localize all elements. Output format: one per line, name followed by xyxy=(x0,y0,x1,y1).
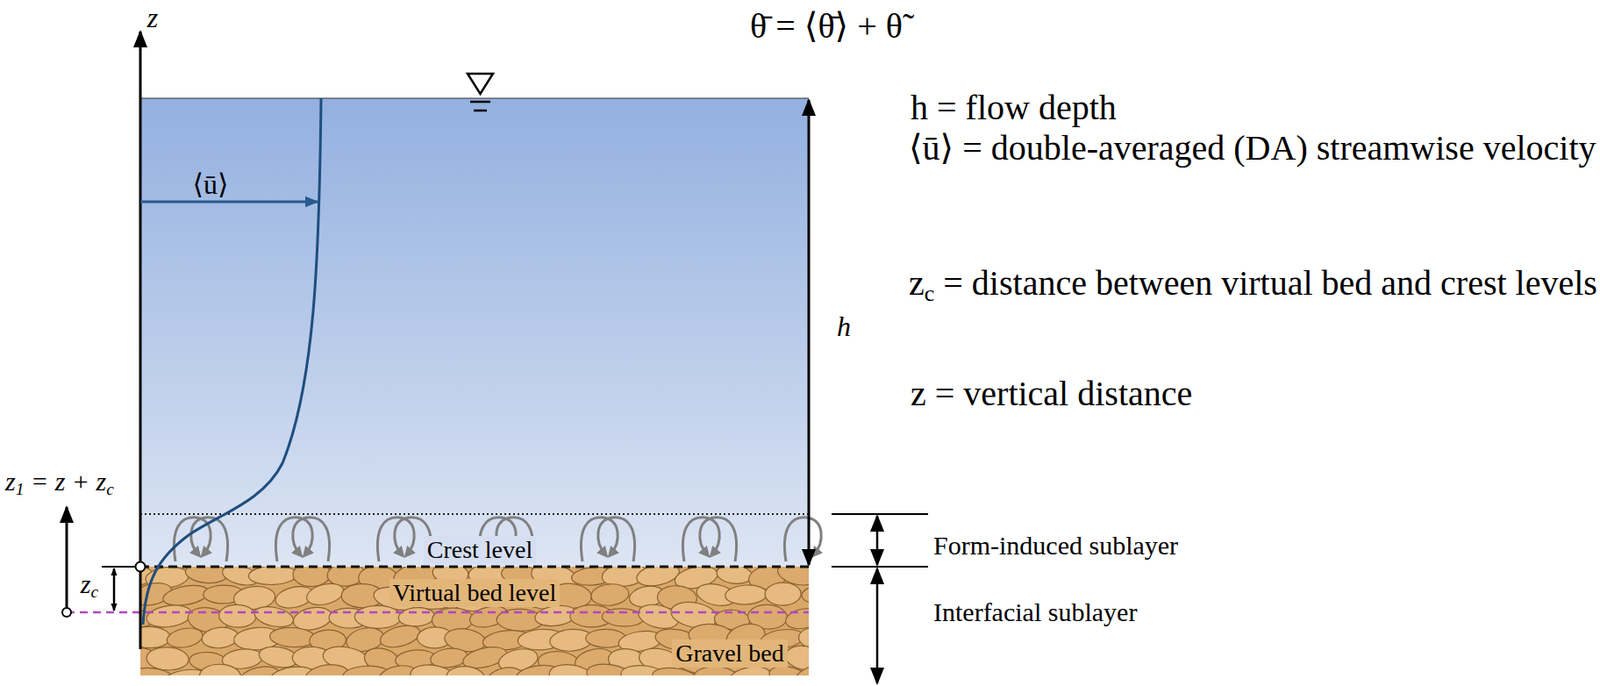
gravel-stone xyxy=(693,666,736,676)
definition-text: ⟨ū⟩ = double-averaged (DA) streamwise ve… xyxy=(908,128,1598,168)
velocity-arrow xyxy=(140,200,318,204)
sublayer-top-line xyxy=(140,513,809,515)
depth-label: h xyxy=(836,310,851,343)
water-surface-symbol xyxy=(470,100,491,104)
crest-line xyxy=(140,565,809,569)
gravel-stone xyxy=(724,584,768,606)
gravel-stone xyxy=(398,606,436,628)
sublayer-arrow xyxy=(876,568,879,684)
gravel-stone xyxy=(354,605,402,629)
axis-label: z xyxy=(147,1,158,35)
gravel-stone xyxy=(218,603,257,629)
gravel-stone xyxy=(248,566,298,586)
water-body xyxy=(140,98,809,567)
gravel-stone xyxy=(140,626,172,649)
z-axis xyxy=(139,31,143,650)
velocity-profile xyxy=(142,98,322,625)
decomposition-formula: θ̄ = ⟨θ̄⟩ + θ̃ xyxy=(750,6,903,47)
z1-label: z1 = z + zc xyxy=(5,466,115,500)
water-surface-symbol xyxy=(473,109,487,113)
gravel-stone xyxy=(800,583,809,605)
gravel-stone xyxy=(144,602,193,630)
virtual-bed-line xyxy=(66,611,809,615)
eddy-loop xyxy=(700,517,737,562)
gravel-stone xyxy=(184,566,229,586)
origin-dot xyxy=(135,562,146,572)
eddy-loop xyxy=(598,517,636,562)
gravel-stone xyxy=(590,582,630,608)
sublayer-label: Form-induced sublayer xyxy=(933,530,1179,562)
bracket-tick xyxy=(831,565,929,568)
bracket-tick xyxy=(831,513,929,515)
gravel-stone xyxy=(445,664,486,676)
definition-text: zc = distance between virtual bed and cr… xyxy=(908,264,1598,314)
sublayer-arrow xyxy=(876,515,879,565)
gravel-stone xyxy=(269,626,317,649)
eddy-loop xyxy=(292,517,330,562)
water-surface xyxy=(140,98,809,100)
virtual-bed-label: Virtual bed level xyxy=(389,578,560,608)
gravel-stone xyxy=(304,579,346,608)
gravel-stone xyxy=(784,606,809,632)
definition-text: h = flow depth xyxy=(910,87,1117,129)
gravel-stone xyxy=(145,646,189,672)
z1-arrow xyxy=(65,507,69,609)
gravel-stone xyxy=(252,603,296,631)
definition-text: z = vertical distance xyxy=(910,373,1193,415)
gravel-stones xyxy=(140,566,809,676)
zc-label: zc xyxy=(80,569,99,602)
eddy-loop xyxy=(784,517,822,562)
crest-level-label: Crest level xyxy=(423,535,537,565)
gravel-stone xyxy=(715,566,753,586)
gravel-stone xyxy=(199,664,242,676)
gravel-stone xyxy=(764,582,802,607)
depth-arrow xyxy=(807,100,811,565)
sublayer-label: Interfacial sublayer xyxy=(933,597,1137,629)
gravel-bed-label: Gravel bed xyxy=(671,639,788,668)
gravel-stone xyxy=(792,659,809,676)
zc-tick xyxy=(101,565,139,568)
zc-arrow xyxy=(113,568,116,611)
gravel-stone xyxy=(601,607,644,628)
gravel-stone xyxy=(164,625,204,650)
velocity-label: ⟨ū⟩ xyxy=(192,168,229,201)
origin-dot xyxy=(62,607,72,617)
gravel-stone xyxy=(200,625,240,650)
water-surface-symbol xyxy=(467,73,493,94)
gravel-stone xyxy=(378,621,423,652)
